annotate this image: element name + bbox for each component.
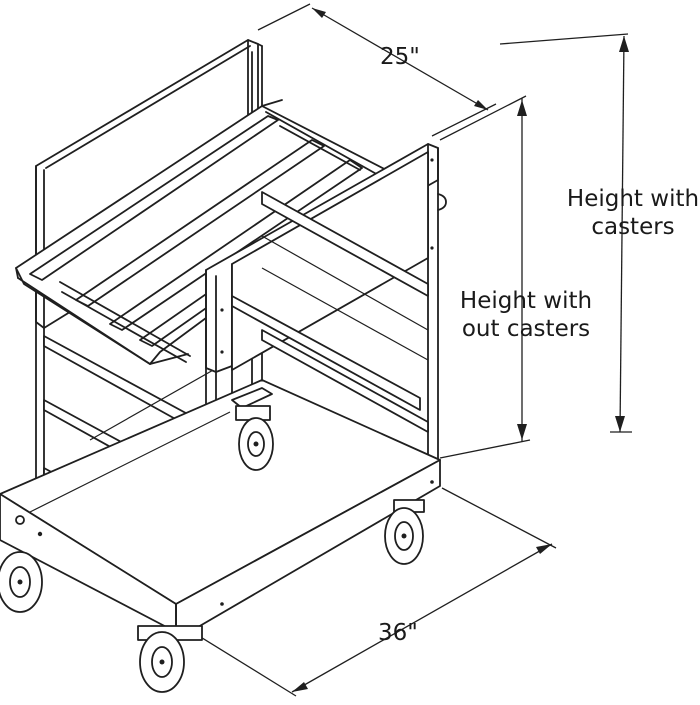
dimension-width: [185, 487, 557, 697]
depth-label: 25": [380, 44, 420, 70]
dimension-height-without-casters: [439, 95, 531, 459]
top-tray: [15, 99, 399, 365]
height-without-casters-line-1: Height with: [459, 288, 593, 314]
caster-front-right: [384, 499, 425, 565]
base-platform: [0, 379, 441, 635]
right-rungs: [231, 191, 429, 433]
caster-back-left: [0, 551, 43, 613]
height-with-casters-label: Height with casters: [548, 186, 700, 241]
dimension-depth: [257, 3, 497, 137]
height-with-casters-line-2: casters: [591, 213, 675, 240]
height-with-casters-line-1: Height with: [566, 186, 700, 212]
height-without-casters-line-2: out casters: [461, 315, 591, 342]
height-without-casters-label: Height with out casters: [446, 288, 606, 343]
caster-back-center: [231, 387, 274, 471]
caster-front-left: [137, 625, 203, 693]
dimension-height-with-casters: [499, 33, 632, 433]
width-label: 36": [378, 620, 418, 646]
